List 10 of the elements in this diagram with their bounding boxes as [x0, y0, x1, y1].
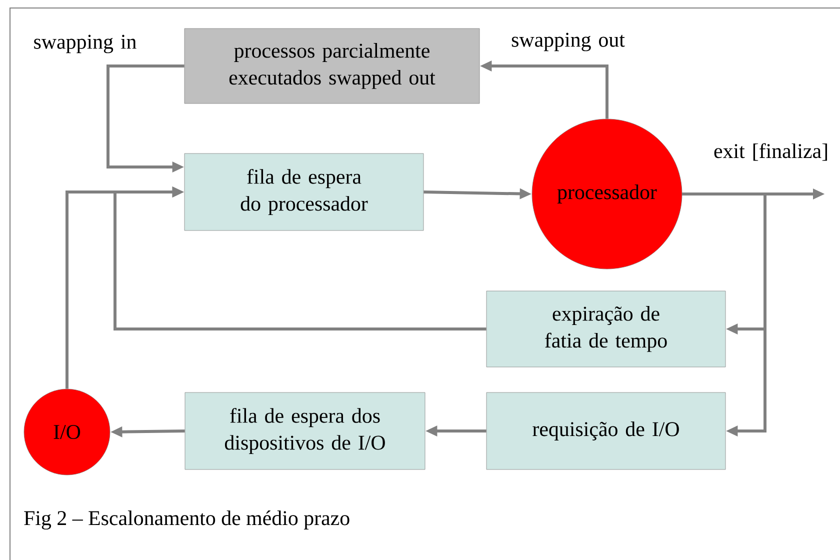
process-box: expiração de fatia de tempo	[486, 290, 726, 368]
process-box: requisição de I/O	[486, 392, 726, 470]
process-box: processos parcialmente executados swapped out	[184, 28, 480, 104]
arrow	[682, 192, 766, 436]
queue-box: fila de espera dos dispositivos de I/O	[184, 392, 426, 470]
queue-box: fila de espera do processador	[184, 153, 424, 231]
edge-label: swapping in	[34, 34, 136, 54]
edge-label: swapping out	[512, 32, 625, 52]
caption: Fig 2 – Escalonamento de médio prazo	[24, 510, 350, 530]
edge-label: exit [finaliza]	[714, 143, 827, 161]
